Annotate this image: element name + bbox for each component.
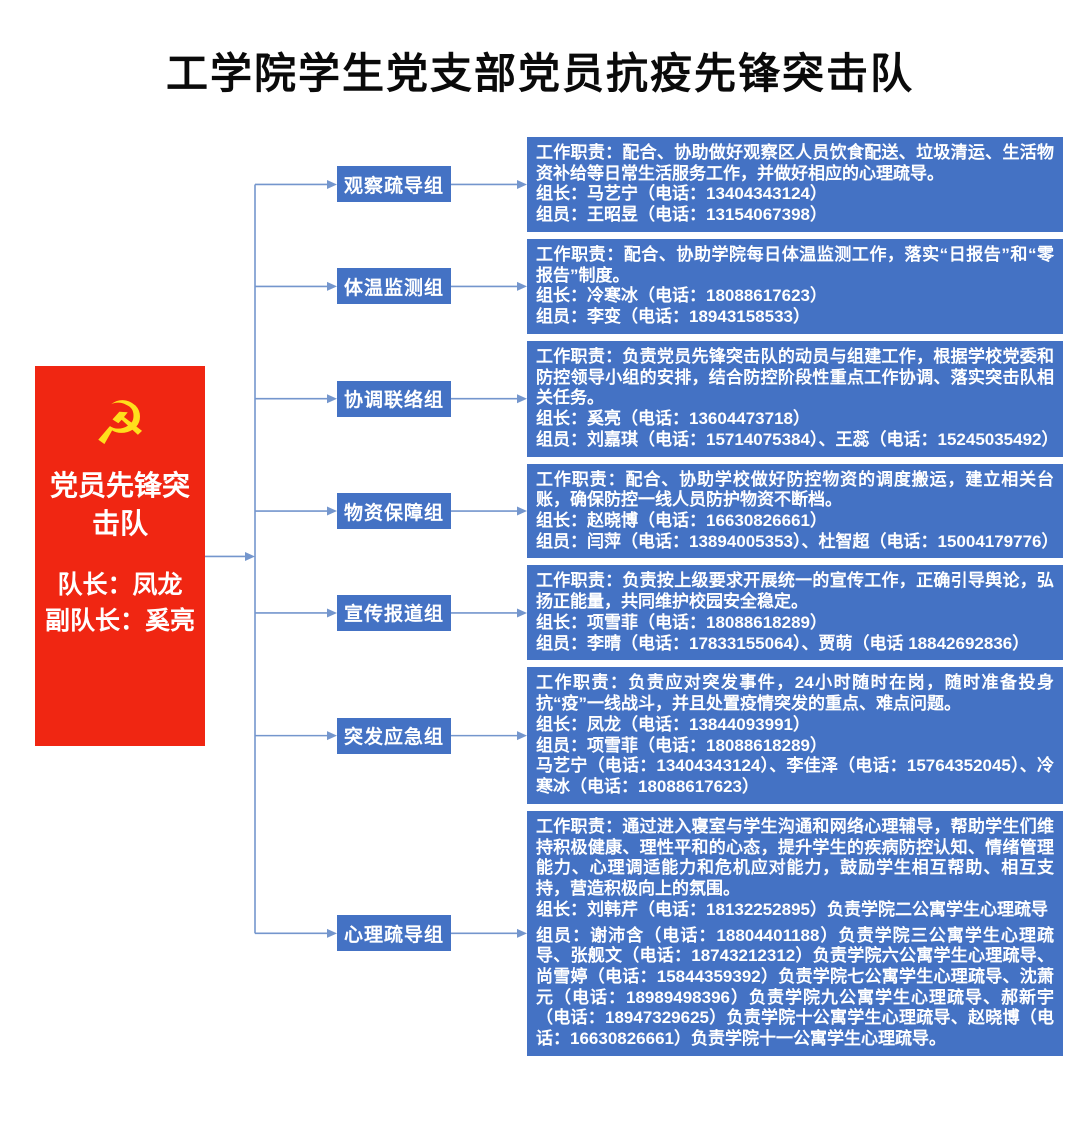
group-detail-box: 工作职责：配合、协助学校做好防控物资的调度搬运，建立相关台账，确保防控一线人员防… <box>527 463 1063 559</box>
group-member-line: 组员：李晴（电话：17833155064）、贾萌（电话 18842692836） <box>536 633 1030 653</box>
group-duty: 工作职责：配合、协助做好观察区人员饮食配送、垃圾清运、生活物资补给等日常生活服务… <box>536 143 1054 183</box>
group-member-line: 组员：项雪菲（电话：18088618289） <box>536 735 827 755</box>
group-member-line: 组长：刘韩芹（电话：18132252895）负责学院二公寓学生心理疏导 <box>536 899 1048 919</box>
group-duty: 工作职责：负责按上级要求开展统一的宣传工作，正确引导舆论，弘扬正能量，共同维护校… <box>536 571 1054 612</box>
group-member-line: 组员：王昭昱（电话：13154067398） <box>536 205 827 225</box>
root-column: ☭ 党员先锋突击队 队长：凤龙 副队长：奚亮 <box>0 366 205 786</box>
team-deputy-leader: 副队长：奚亮 <box>44 607 195 636</box>
group-member-line: 马艺宁（电话：13404343124）、李佳泽（电话：15764352045）、… <box>536 756 1054 797</box>
group-member-line: 组长：奚亮（电话：13604473718） <box>536 409 810 429</box>
hammer-and-sickle-icon: ☭ <box>93 390 147 458</box>
group-row: 宣传报道组 工作职责：负责按上级要求开展统一的宣传工作，正确引导舆论，弘扬正能量… <box>337 565 1063 661</box>
group-member-line: 组长：项雪菲（电话：18088618289） <box>536 612 827 632</box>
group-detail-box: 工作职责：负责按上级要求开展统一的宣传工作，正确引导舆论，弘扬正能量，共同维护校… <box>527 565 1063 661</box>
page-title: 工学院学生党支部党员抗疫先锋突击队 <box>165 50 914 97</box>
group-detail-box: 工作职责：负责应对突发事件，24小时随时在岗，随时准备投身抗“疫”一线战斗，并且… <box>527 667 1063 804</box>
group-detail-box: 工作职责：配合、协助做好观察区人员饮食配送、垃圾清运、生活物资补给等日常生活服务… <box>527 137 1063 232</box>
org-chart: ☭ 党员先锋突击队 队长：凤龙 副队长：奚亮 观察疏导组 工作职责：配合、协助做… <box>0 137 1080 1056</box>
group-duty: 工作职责：负责党员先锋突击队的动员与组建工作，根据学校党委和防控领导小组的安排，… <box>536 346 1054 408</box>
group-row: 突发应急组 工作职责：负责应对突发事件，24小时随时在岗，随时准备投身抗“疫”一… <box>337 667 1063 804</box>
group-member-line: 组员：刘嘉琪（电话：15714075384）、王蕊（电话：15245035492… <box>536 429 1059 449</box>
group-duty: 工作职责：通过进入寝室与学生沟通和网络心理辅导，帮助学生们维持积极健康、理性平和… <box>536 816 1054 899</box>
group-detail-box: 工作职责：通过进入寝室与学生沟通和网络心理辅导，帮助学生们维持积极健康、理性平和… <box>527 810 1063 1056</box>
group-label-box: 突发应急组 <box>337 717 451 754</box>
group-duty: 工作职责：配合、协助学院每日体温监测工作，落实“日报告”和“零报告”制度。 <box>536 244 1054 285</box>
group-label-box: 协调联络组 <box>337 380 451 417</box>
group-label-box: 心理疏导组 <box>337 915 451 952</box>
group-row: 物资保障组 工作职责：配合、协助学校做好防控物资的调度搬运，建立相关台账，确保防… <box>337 463 1063 559</box>
group-member-line: 组长：马艺宁（电话：13404343124） <box>536 184 827 204</box>
group-member-line: 组员：谢沛含（电话：18804401188）负责学院三公寓学生心理疏导、张舰文（… <box>536 925 1054 1049</box>
group-label-box: 物资保障组 <box>337 493 451 530</box>
group-member-line: 组长：赵晓博（电话：16630826661） <box>536 511 827 531</box>
group-label-box: 观察疏导组 <box>337 166 451 203</box>
root-team-box: ☭ 党员先锋突击队 队长：凤龙 副队长：奚亮 <box>35 366 205 747</box>
group-duty: 工作职责：负责应对突发事件，24小时随时在岗，随时准备投身抗“疫”一线战斗，并且… <box>536 673 1054 714</box>
group-row: 协调联络组 工作职责：负责党员先锋突击队的动员与组建工作，根据学校党委和防控领导… <box>337 340 1063 457</box>
group-detail-box: 工作职责：配合、协助学院每日体温监测工作，落实“日报告”和“零报告”制度。 组长… <box>527 238 1063 334</box>
group-detail-box: 工作职责：负责党员先锋突击队的动员与组建工作，根据学校党委和防控领导小组的安排，… <box>527 340 1063 457</box>
group-label-box: 体温监测组 <box>337 268 451 305</box>
group-label-box: 宣传报道组 <box>337 594 451 631</box>
group-member-line: 组长：凤龙（电话：13844093991） <box>536 714 810 734</box>
group-member-line: 组长：冷寒冰（电话：18088617623） <box>536 286 827 306</box>
group-member-line: 组员：闫萍（电话：13894005353）、杜智超（电话：15004179776… <box>536 531 1059 551</box>
group-row: 观察疏导组 工作职责：配合、协助做好观察区人员饮食配送、垃圾清运、生活物资补给等… <box>337 137 1063 232</box>
team-name: 党员先锋突击队 <box>49 470 190 540</box>
group-rows: 观察疏导组 工作职责：配合、协助做好观察区人员饮食配送、垃圾清运、生活物资补给等… <box>337 137 1063 1056</box>
group-member-line: 组员：李变（电话：18943158533） <box>536 307 810 327</box>
team-leader: 队长：凤龙 <box>57 571 183 600</box>
team-leaders: 队长：凤龙 副队长：奚亮 <box>45 567 195 640</box>
group-row: 心理疏导组 工作职责：通过进入寝室与学生沟通和网络心理辅导，帮助学生们维持积极健… <box>337 810 1063 1056</box>
group-row: 体温监测组 工作职责：配合、协助学院每日体温监测工作，落实“日报告”和“零报告”… <box>337 238 1063 334</box>
group-duty: 工作职责：配合、协助学校做好防控物资的调度搬运，建立相关台账，确保防控一线人员防… <box>536 469 1054 510</box>
